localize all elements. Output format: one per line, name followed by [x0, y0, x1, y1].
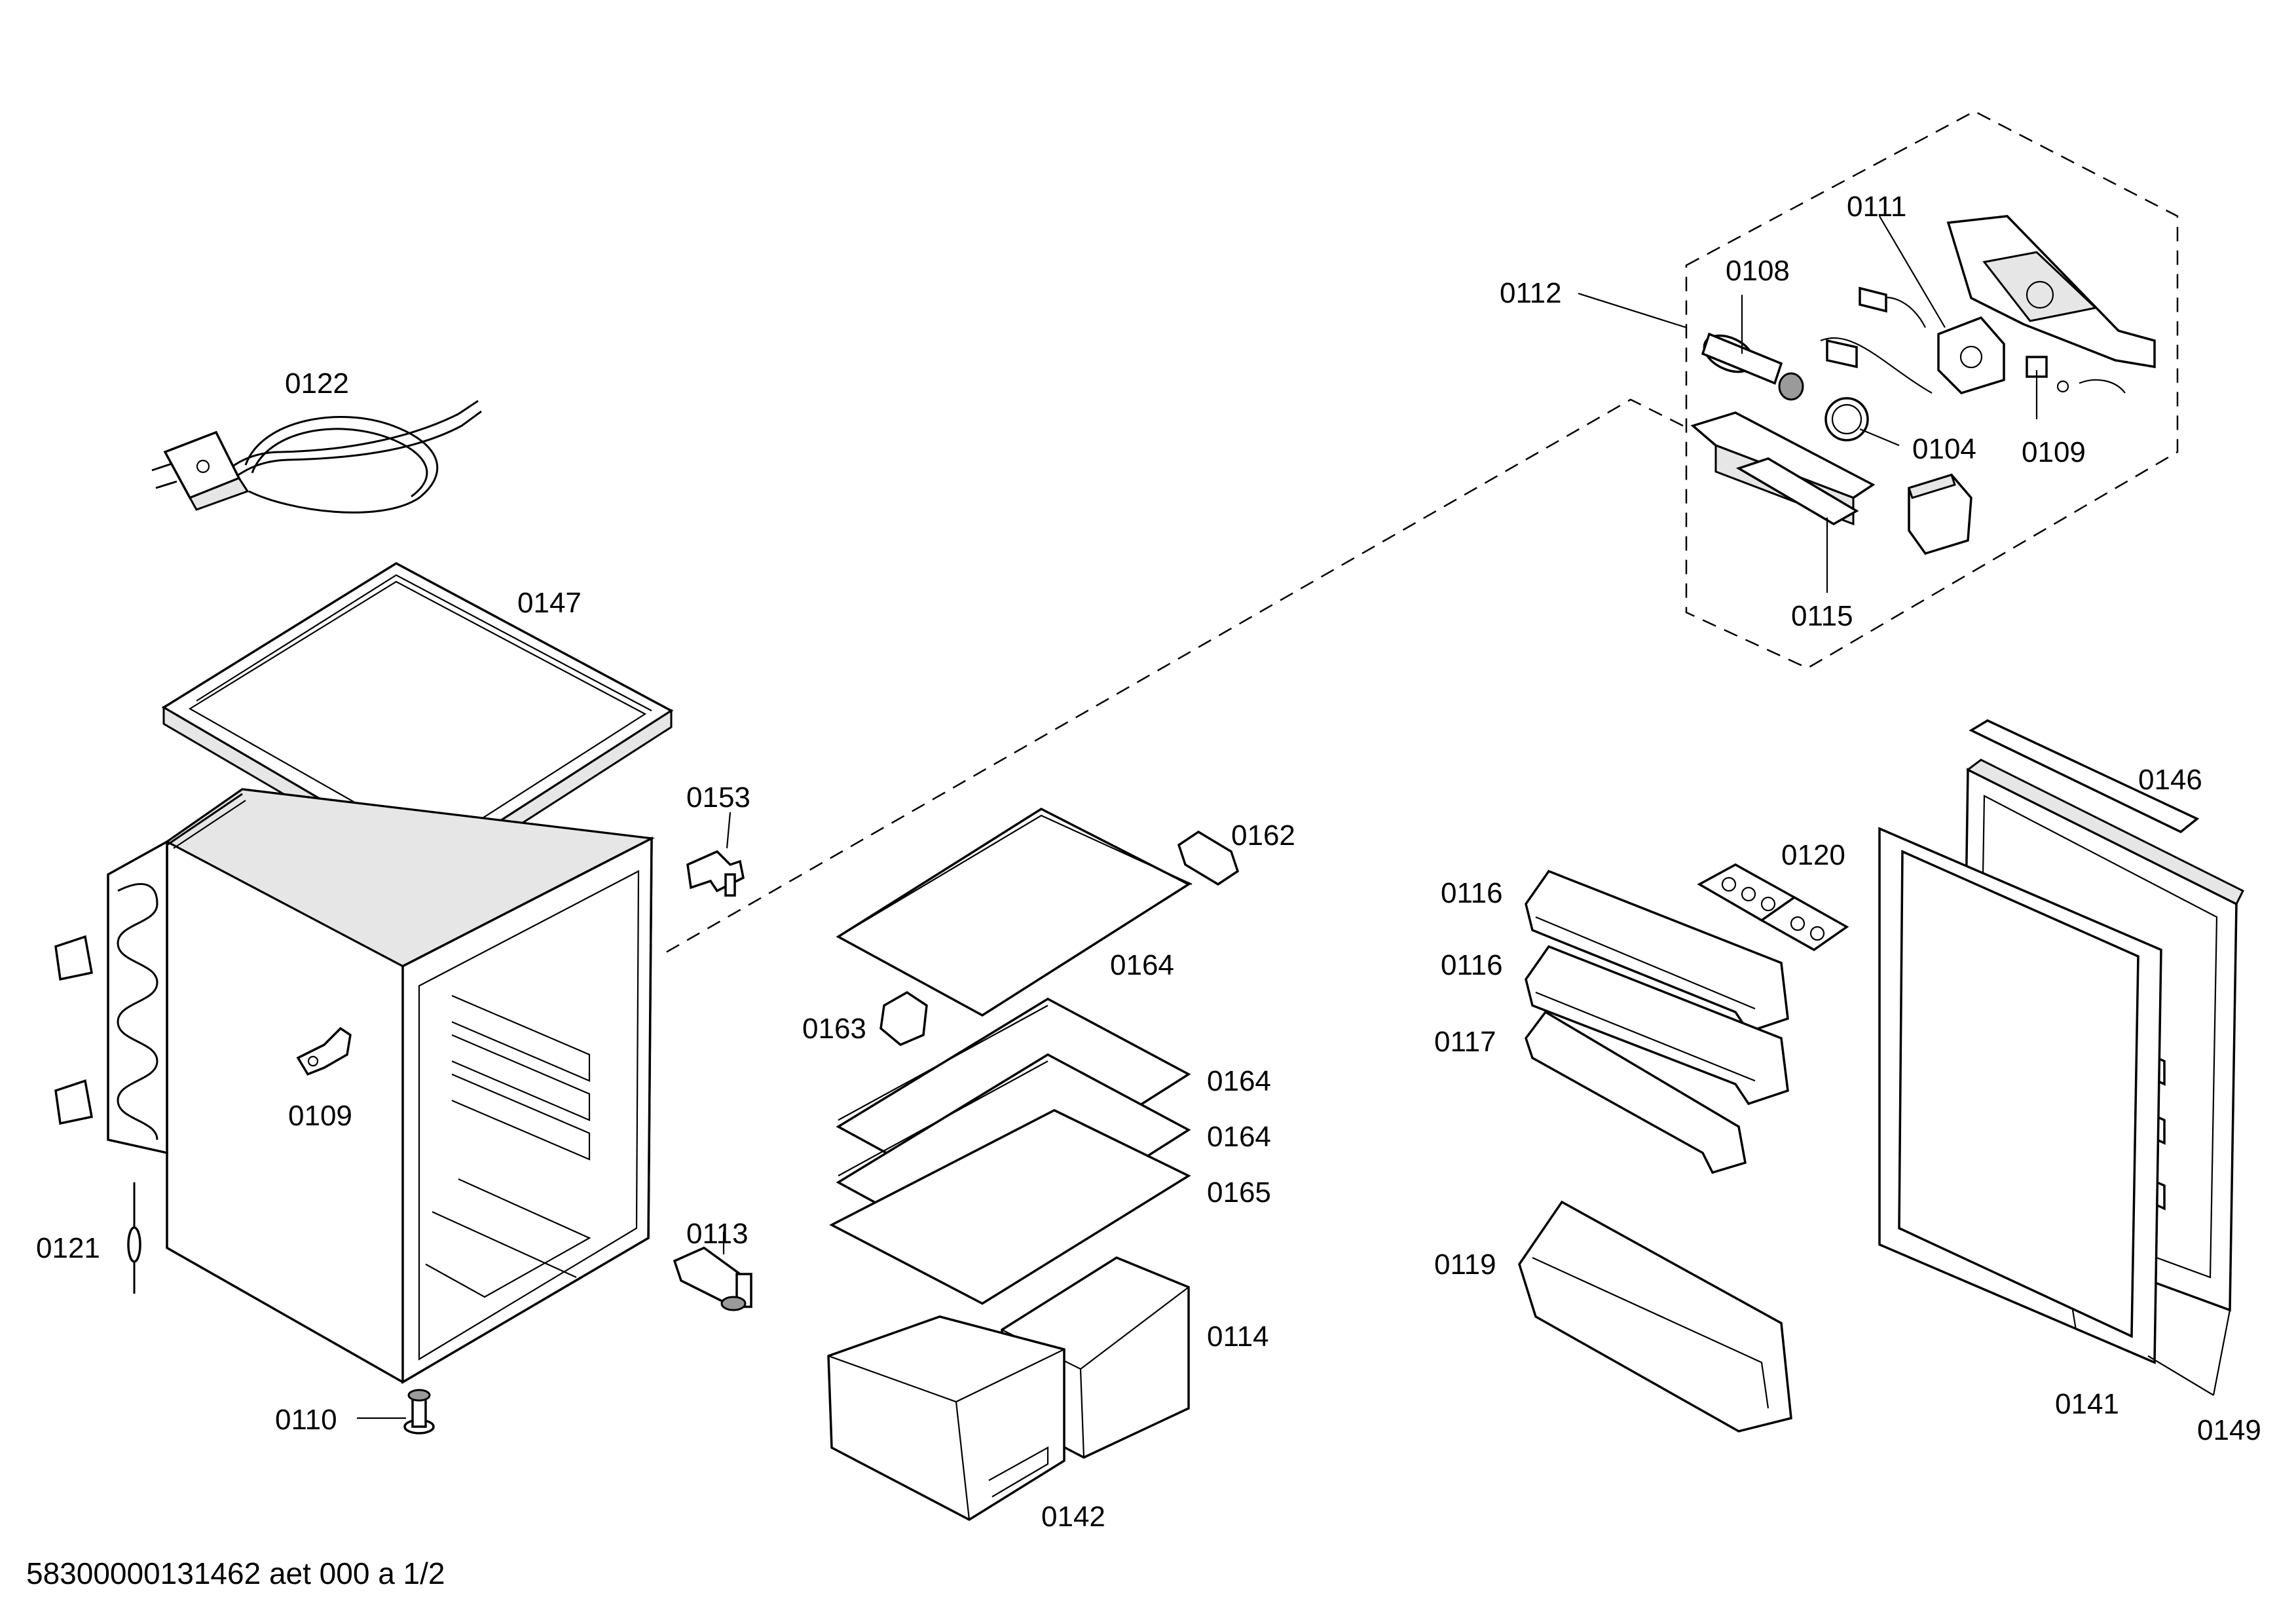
crisper-drawer-left: [827, 1315, 1065, 1522]
label-0111: 0111: [1847, 191, 1906, 223]
label-0141: 0141: [2055, 1388, 2119, 1420]
door-bottle-shelf: [1518, 1200, 1792, 1433]
label-0146: 0146: [2138, 764, 2202, 796]
adjustable-foot: [403, 1389, 435, 1435]
label-0164: 0164: [1207, 1121, 1271, 1153]
label-0119: 0119: [1434, 1248, 1496, 1281]
lamp-cover: [1690, 411, 1876, 526]
sensor-probe: [127, 1182, 141, 1294]
door-handle-strip: [1969, 719, 2200, 834]
door-shelf-small: [1525, 1010, 1747, 1174]
label-0115: 0115: [1791, 600, 1853, 632]
part-labels: 0122 0147 0153 0109 0121 0110 0113 0162 …: [36, 191, 2261, 1533]
door-shelf-upper: [1525, 869, 1789, 1034]
light-switch-button: [1908, 473, 1972, 555]
control-housing: [1946, 215, 2156, 369]
label-0122: 0122: [285, 367, 349, 400]
label-0162: 0162: [1231, 819, 1295, 852]
thermostat: [1820, 286, 2005, 394]
label-0109: 0109: [2022, 436, 2086, 468]
label-0114: 0114: [1207, 1321, 1269, 1353]
label-0121: 0121: [36, 1232, 100, 1264]
refrigerator-cabinet: [165, 788, 656, 1385]
shelf-support-right: [1177, 830, 1240, 886]
label-0163: 0163: [802, 1013, 866, 1045]
label-0153: 0153: [686, 781, 750, 814]
shelf-support-left: [880, 990, 928, 1047]
label-0120: 0120: [1781, 839, 1845, 871]
label-0147: 0147: [517, 587, 582, 619]
leader-lines: [357, 216, 2231, 1419]
label-0116: 0116: [1441, 949, 1503, 981]
switch: [2026, 356, 2126, 394]
egg-tray: [1697, 863, 1849, 952]
door-hinge-top: [686, 850, 745, 897]
document-code: 58300000131462 aet 000 a 1/2: [26, 1556, 445, 1590]
power-cord: [151, 400, 482, 514]
label-0112: 0112: [1500, 277, 1562, 309]
label-0104: 0104: [1912, 433, 1976, 465]
thermostat-assembly-outline: [664, 110, 2179, 954]
door-shelf-middle: [1525, 945, 1789, 1106]
light-bulb: [1701, 332, 1804, 401]
label-0116: 0116: [1441, 877, 1503, 909]
door-hinge-bottom: [673, 1246, 752, 1311]
label-0110: 0110: [275, 1404, 337, 1436]
condenser-coil: [54, 793, 246, 1155]
label-0142: 0142: [1041, 1501, 1105, 1533]
thermostat-knob: [1824, 397, 1869, 441]
label-0109: 0109: [288, 1100, 352, 1132]
label-0113: 0113: [686, 1218, 749, 1250]
label-0108: 0108: [1726, 255, 1790, 287]
glass-shelves: [829, 807, 1193, 1305]
label-0164: 0164: [1110, 949, 1174, 981]
door-gasket: [1878, 827, 2162, 1364]
label-0117: 0117: [1434, 1026, 1496, 1058]
hinge-bracket: [296, 1026, 352, 1076]
label-0165: 0165: [1207, 1176, 1271, 1209]
label-0164: 0164: [1207, 1065, 1271, 1097]
label-0149: 0149: [2197, 1414, 2261, 1446]
